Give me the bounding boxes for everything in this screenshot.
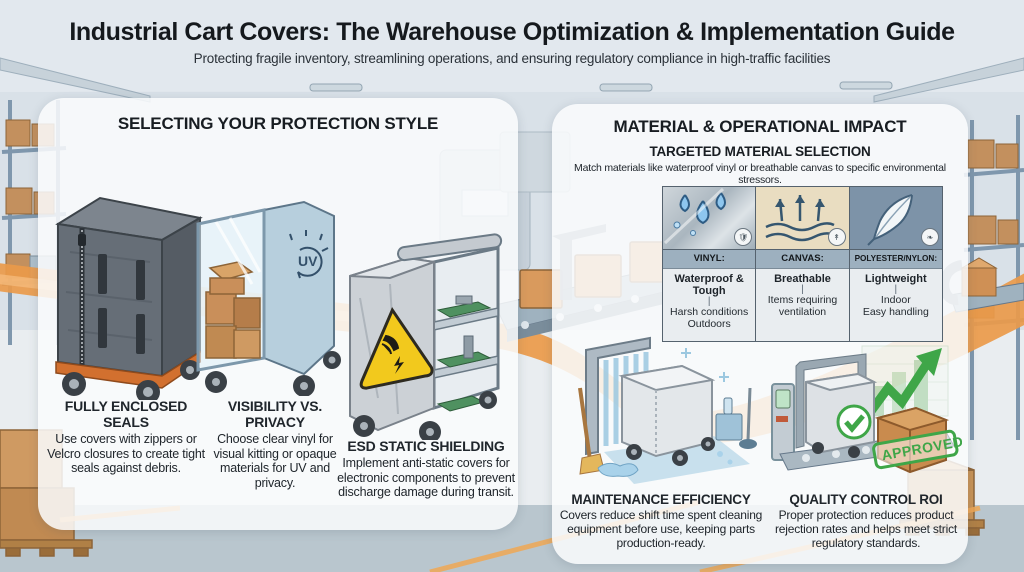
material-table: 🛡 VINYL: Waterproof & Tough | Harsh cond… [662, 186, 943, 342]
caption-fully-enclosed: FULLY ENCLOSED SEALS Use covers with zip… [42, 398, 210, 476]
header: Industrial Cart Covers: The Warehouse Op… [0, 0, 1024, 66]
material-col-vinyl: 🛡 VINYL: Waterproof & Tough | Harsh cond… [663, 187, 757, 341]
lightweight-badge-icon: ❧ [920, 228, 939, 246]
divider-tick: | [801, 284, 804, 295]
caption-quality-control-roi: QUALITY CONTROL ROI Proper protection re… [768, 492, 964, 551]
material-impact-panel: MATERIAL & OPERATIONAL IMPACT TARGETED M… [552, 104, 968, 564]
caption-maintenance-efficiency: MAINTENANCE EFFICIENCY Covers reduce shi… [558, 492, 764, 551]
airflow-arrows-icon: ↟ [756, 187, 849, 250]
material-use-case: Harsh conditions Outdoors [670, 306, 749, 331]
page-subtitle: Protecting fragile inventory, streamlini… [193, 51, 831, 66]
caption-title: ESD STATIC SHIELDING [347, 438, 505, 454]
material-property: Lightweight [864, 273, 927, 285]
material-name: CANVAS: [756, 250, 849, 269]
protection-style-panel: SELECTING YOUR PROTECTION STYLE [38, 98, 518, 530]
water-droplets-icon: 🛡 [663, 187, 756, 250]
maintenance-wash-station-illustration [578, 336, 757, 484]
divider-tick: | [894, 284, 898, 295]
caption-text: Covers reduce shift time spent cleaning … [559, 508, 763, 550]
divider-tick: | [707, 296, 711, 307]
material-selection-heading: TARGETED MATERIAL SELECTION [649, 144, 871, 159]
material-name: POLYESTER/NYLON: [849, 250, 942, 269]
page-title: Industrial Cart Covers: The Warehouse Op… [69, 18, 955, 46]
cleaning-supplies-icon [715, 387, 757, 449]
growth-arrow-icon [862, 348, 942, 421]
material-name: VINYL: [663, 250, 756, 269]
caption-visibility-privacy: VISIBILITY VS. PRIVACY Choose clear viny… [202, 398, 348, 490]
scanner-kiosk-icon [771, 383, 795, 461]
caption-text: Choose clear vinyl for visual kitting or… [213, 432, 337, 490]
clear-vinyl-cart-illustration: UV [196, 200, 341, 396]
approved-box-icon: APPROVED [872, 406, 962, 474]
material-property: Waterproof & Tough [674, 273, 744, 297]
esd-shielding-cart-illustration [349, 233, 503, 440]
esd-warning-icon [359, 306, 434, 390]
material-use-case: Indoor Easy handling [862, 294, 929, 319]
ventilation-badge-icon: ↟ [827, 228, 846, 246]
caption-text: Use covers with zippers or Velcro closur… [47, 432, 205, 475]
right-panel-heading: MATERIAL & OPERATIONAL IMPACT [613, 117, 907, 136]
caption-title: FULLY ENCLOSED SEALS [64, 398, 188, 430]
left-panel-heading: SELECTING YOUR PROTECTION STYLE [117, 114, 439, 133]
caption-text: Proper protection reduces product reject… [774, 508, 958, 550]
material-col-polyester: ❧ POLYESTER/NYLON: Lightweight | Indoor … [849, 187, 942, 341]
material-use-case: Items requiring ventilation [767, 294, 838, 319]
caption-esd-shielding: ESD STATIC SHIELDING Implement anti-stat… [334, 438, 518, 500]
ceiling-lights-icon [309, 81, 893, 92]
tough-shield-badge-icon: 🛡 [734, 228, 753, 246]
material-col-canvas: ↟ CANVAS: Breathable | Items requiring v… [756, 187, 850, 341]
quality-control-illustration: APPROVED [771, 345, 962, 474]
material-selection-description: Match materials like waterproof vinyl or… [574, 162, 946, 186]
caption-text: Implement anti-static covers for electro… [337, 456, 515, 499]
enclosed-cover-cart-illustration [55, 196, 203, 400]
caption-title: QUALITY CONTROL ROI [789, 492, 943, 507]
caption-title: MAINTENANCE EFFICIENCY [571, 492, 751, 507]
circuit-boards-icon [436, 295, 492, 412]
feather-icon: ❧ [849, 187, 942, 250]
material-property: Breathable [774, 273, 831, 285]
caption-title: VISIBILITY VS. PRIVACY [227, 398, 323, 430]
uv-label: UV [298, 253, 318, 269]
uv-sun-icon [289, 230, 329, 279]
